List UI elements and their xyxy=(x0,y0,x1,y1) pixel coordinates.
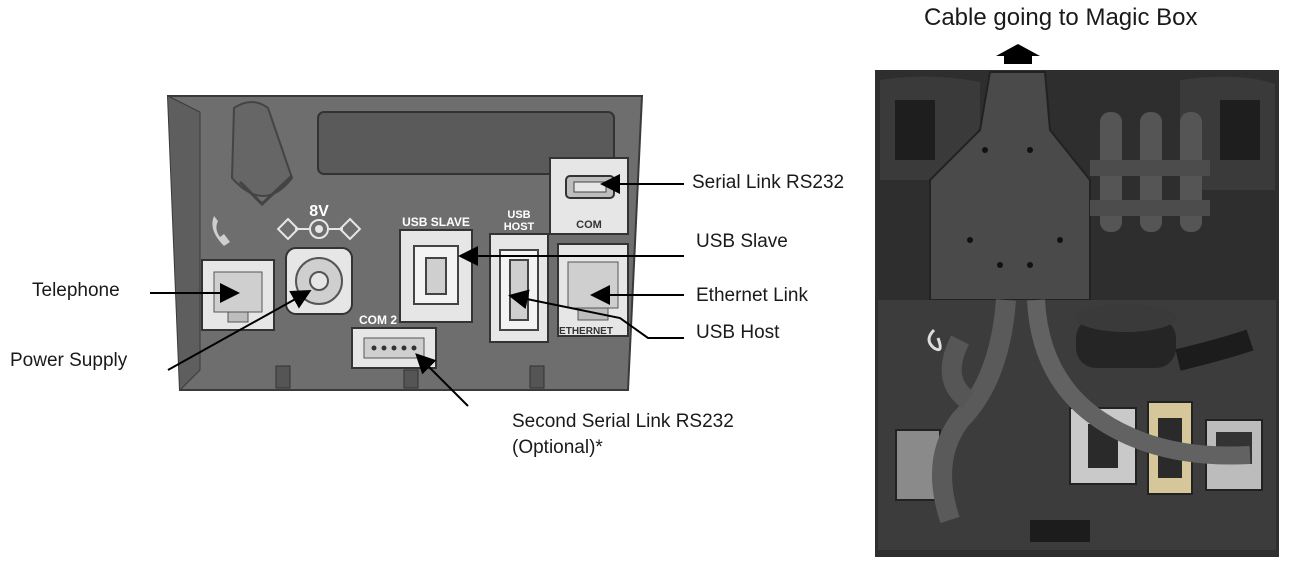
top-slot xyxy=(317,111,615,175)
serial-link-label: Serial Link RS232 xyxy=(692,172,845,193)
second-serial-label-line2: (Optional)* xyxy=(512,437,603,458)
usb-host-arrow xyxy=(508,289,684,339)
usb-slave-port xyxy=(399,229,473,323)
photo-caption: Cable going to Magic Box xyxy=(924,4,1198,31)
power-supply-port xyxy=(285,247,353,315)
second-serial-label-line1: Second Serial Link RS232 xyxy=(512,411,734,432)
usb-slave-label: USB Slave xyxy=(696,231,788,252)
com-marking: COM xyxy=(576,219,602,231)
usb-host-marking-line1: USB xyxy=(507,209,530,221)
usb-slave-marking: USB SLAVE xyxy=(402,215,470,229)
com2-marking: COM 2 xyxy=(359,313,397,327)
device-back-panel: 8V USB SLAVE USB HOST COM COM 2 ETHERNET xyxy=(166,95,644,391)
up-arrow-icon xyxy=(996,44,1040,64)
telephone-label: Telephone xyxy=(32,280,120,301)
telephone-port xyxy=(201,259,275,331)
ethernet-marking: ETHERNET xyxy=(559,326,613,337)
usb-host-port xyxy=(489,233,549,343)
voltage-marking: 8V xyxy=(309,203,329,220)
usb-host-marking-line2: HOST xyxy=(504,221,535,233)
second-serial-arrow xyxy=(415,353,469,407)
ethernet-port xyxy=(557,243,629,337)
device-cabling-photo xyxy=(875,70,1279,557)
phone-symbol-icon xyxy=(212,216,230,246)
power-supply-arrow xyxy=(167,290,312,371)
usb-host-label: USB Host xyxy=(696,322,780,343)
ethernet-link-label: Ethernet Link xyxy=(696,285,808,306)
polarity-symbol-icon xyxy=(276,217,362,241)
power-supply-label: Power Supply xyxy=(10,350,128,371)
